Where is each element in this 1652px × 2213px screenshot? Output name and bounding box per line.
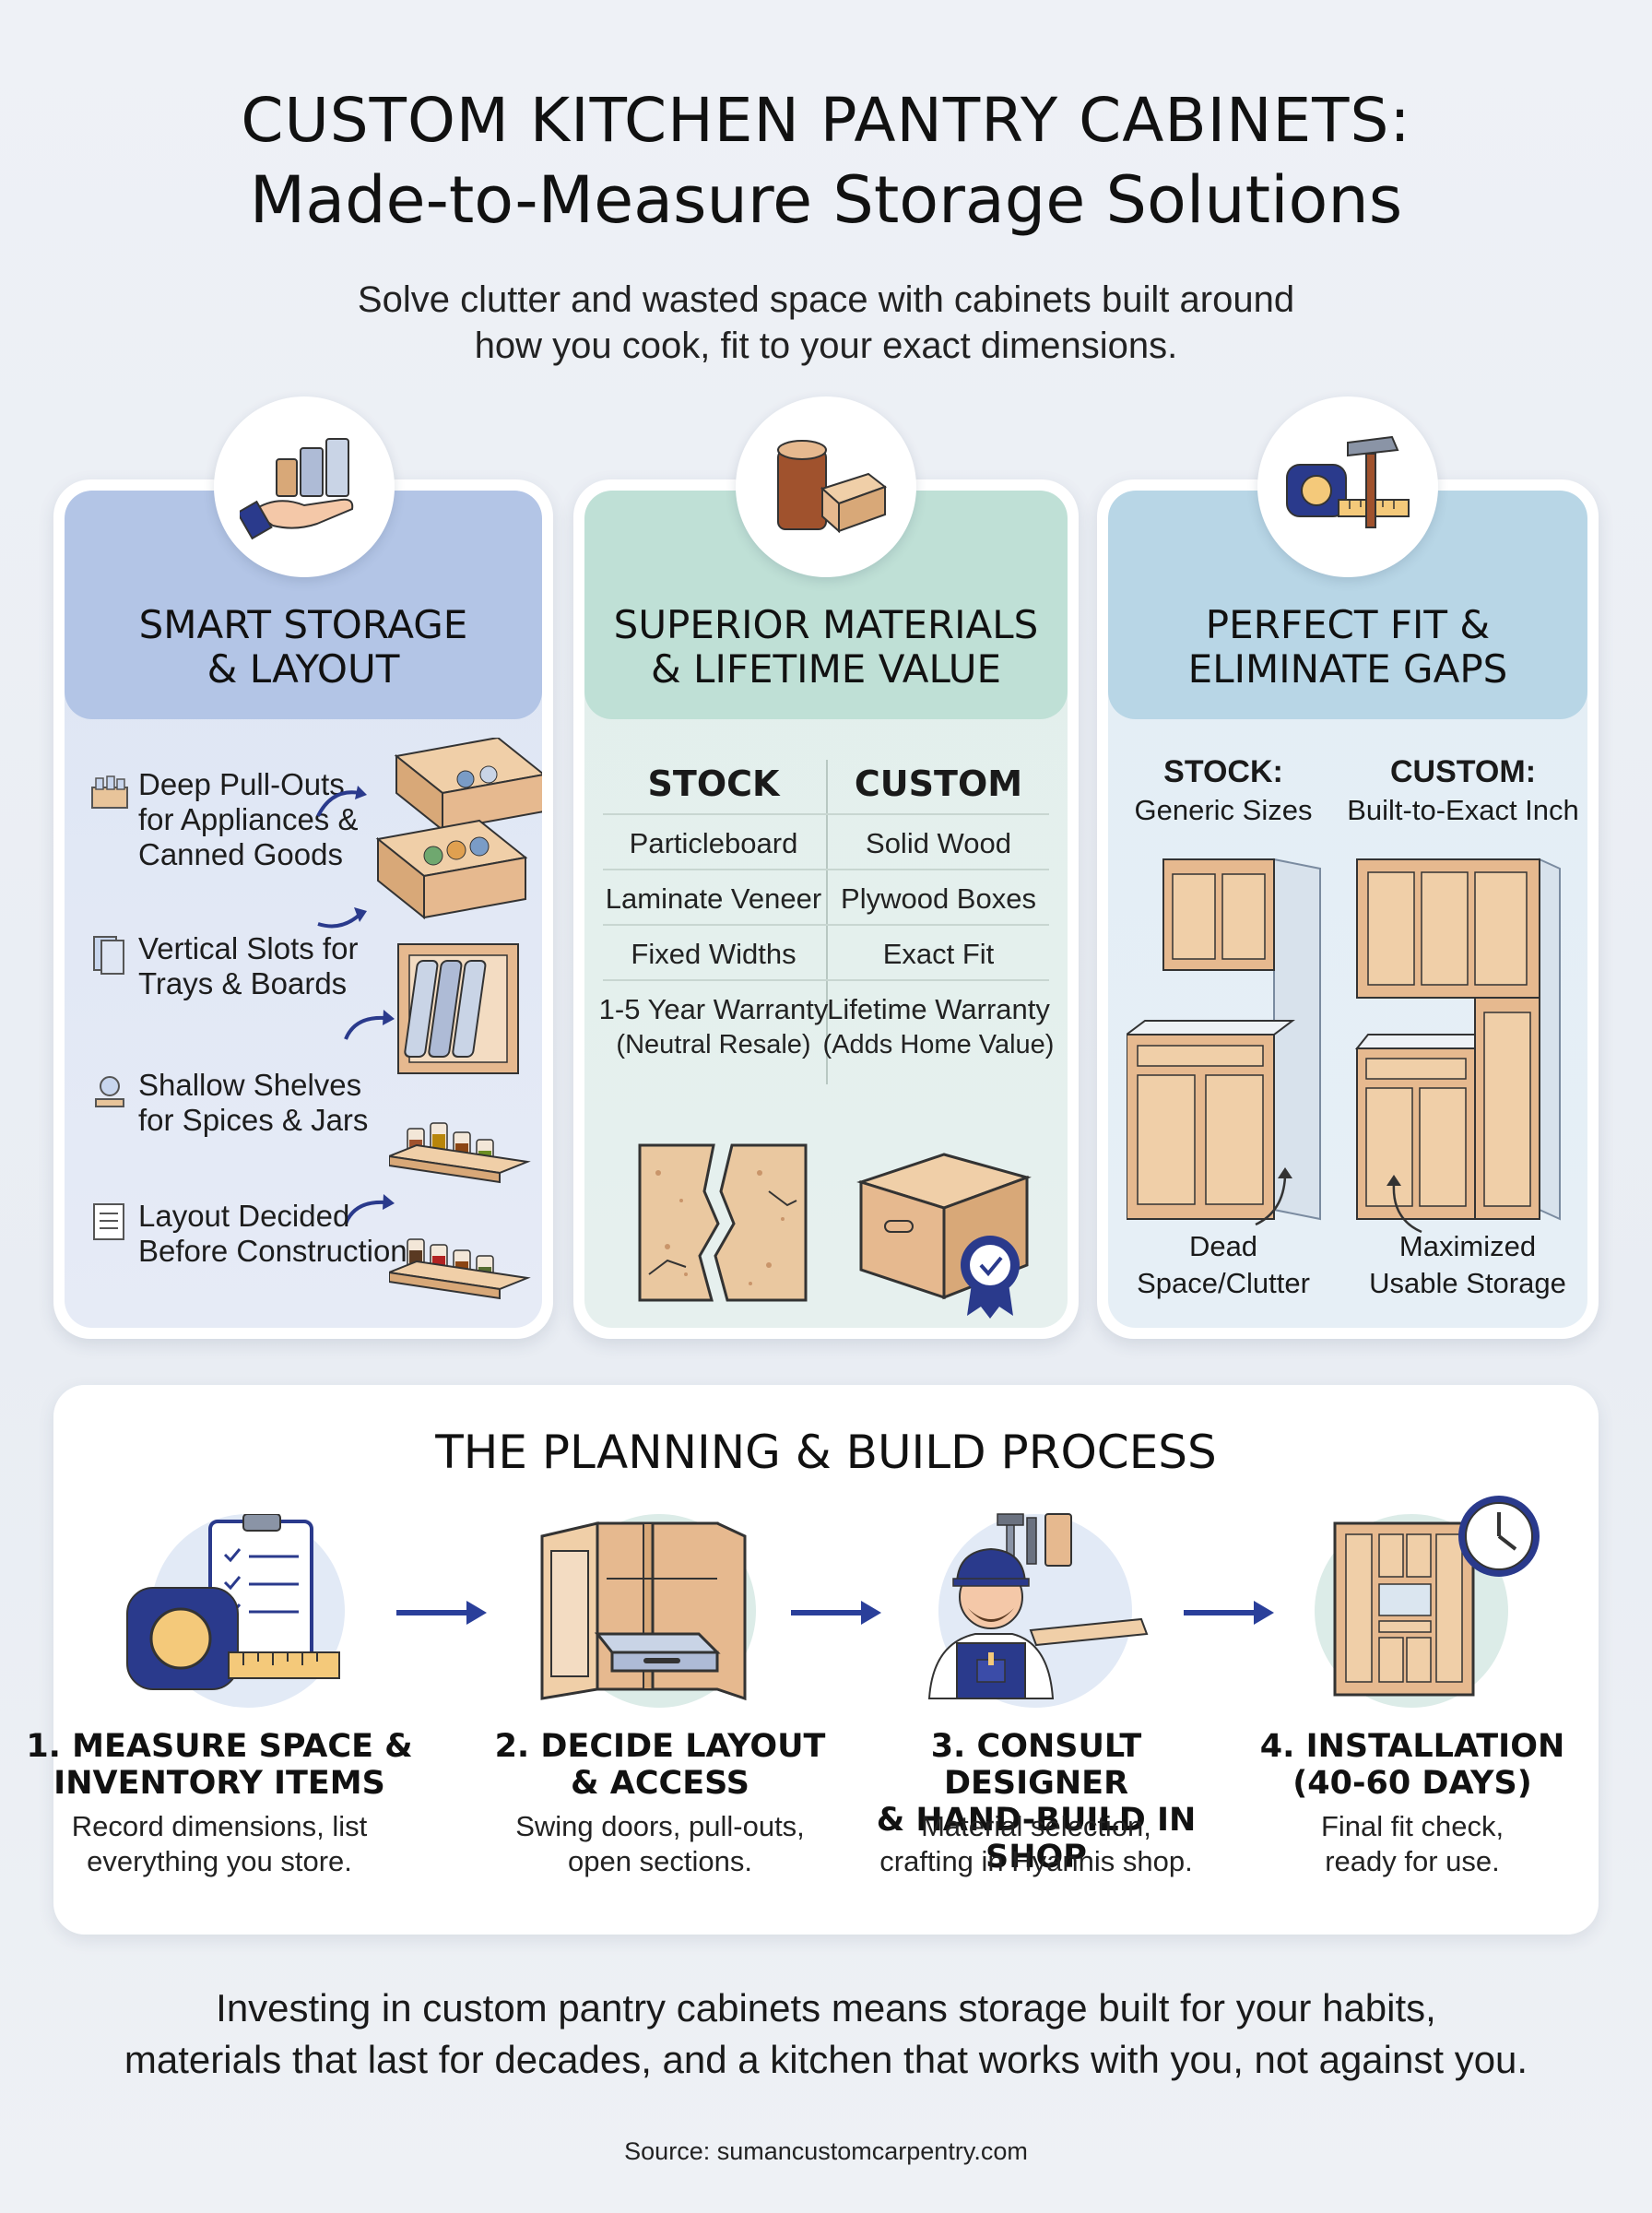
card-perfect-fit-title: PERFECT FIT & ELIMINATE GAPS xyxy=(1187,602,1508,692)
arrow-curve-icon xyxy=(1386,1175,1422,1234)
carpenter-icon xyxy=(927,1513,1149,1699)
step-3-desc: Material selection, crafting in Hyannis … xyxy=(879,1810,1193,1877)
cracked-particleboard-icon xyxy=(638,1143,808,1302)
arrow-curve-icon xyxy=(344,1194,395,1225)
feature-layout-decided: Layout Decided Before Construction xyxy=(138,1199,407,1268)
step-3-title: 3. CONSULT DESIGNER & HAND-BUILD IN SHOP xyxy=(876,1728,1197,1876)
hand-holding-jars-icon xyxy=(214,396,395,577)
table-header-custom: CUSTOM xyxy=(854,763,1023,804)
table-cell: Laminate Veneer xyxy=(605,882,822,915)
tape-measure-hammer-icon xyxy=(1257,396,1438,577)
stock-label: STOCK: Generic Sizes xyxy=(1134,754,1313,826)
card-smart-storage-title: SMART STORAGE & LAYOUT xyxy=(138,602,468,692)
arrow-curve-icon xyxy=(317,907,367,929)
checklist-icon xyxy=(93,1203,124,1240)
card-perfect-fit: PERFECT FIT & ELIMINATE GAPS STOCK: Gene… xyxy=(1097,479,1599,1339)
custom-label: CUSTOM: Built-to-Exact Inch xyxy=(1347,754,1579,826)
table-cell: Plywood Boxes xyxy=(841,882,1036,915)
feature-vertical-slots: Vertical Slots for Trays & Boards xyxy=(138,931,359,1000)
step-2-desc: Swing doors, pull-outs, open sections. xyxy=(515,1810,805,1877)
cabinet-pullout-icon xyxy=(540,1521,747,1701)
card-superior-materials: SUPERIOR MATERIALS & LIFETIME VALUE STOC… xyxy=(573,479,1079,1339)
step-2-title: 2. DECIDE LAYOUT & ACCESS xyxy=(494,1728,826,1802)
table-cell: Fixed Widths xyxy=(631,938,796,970)
clipboard-tape-icon xyxy=(126,1514,340,1690)
table-cell: Particleboard xyxy=(629,827,798,859)
step-4-desc: Final fit check, ready for use. xyxy=(1320,1810,1504,1877)
custom-cabinet-illustration xyxy=(1355,858,1561,1221)
trays-icon xyxy=(93,936,124,975)
custom-caption: Maximized Usable Storage xyxy=(1369,1230,1566,1299)
spice-shelves-illustration xyxy=(389,1122,531,1300)
table-divider xyxy=(826,760,828,1084)
feature-deep-pullouts: Deep Pull-Outs for Appliances & Canned G… xyxy=(138,767,359,871)
tray-slots-illustration xyxy=(397,943,519,1074)
stock-cabinet-illustration xyxy=(1127,858,1321,1221)
card-smart-storage: SMART STORAGE & LAYOUT Deep Pull-Outs fo… xyxy=(53,479,553,1339)
page-title-line1: CUSTOM KITCHEN PANTRY CABINETS: xyxy=(241,85,1411,156)
subtitle-line: Solve clutter and wasted space with cabi… xyxy=(357,279,1295,320)
table-cell: Solid Wood xyxy=(866,827,1011,859)
solid-wood-box-icon xyxy=(856,1153,1032,1319)
step-1-desc: Record dimensions, list everything you s… xyxy=(71,1810,368,1877)
source-credit: Source: sumancustomcarpentry.com xyxy=(624,2137,1028,2165)
step-4-title: 4. INSTALLATION (40-60 DAYS) xyxy=(1259,1728,1565,1802)
table-cell: Lifetime Warranty (Adds Home Value) xyxy=(822,993,1055,1059)
feature-shallow-shelves: Shallow Shelves for Spices & Jars xyxy=(138,1068,369,1137)
arrow-right-icon xyxy=(791,1601,881,1625)
spice-jar-icon xyxy=(95,1076,124,1107)
card-superior-materials-title: SUPERIOR MATERIALS & LIFETIME VALUE xyxy=(613,602,1039,692)
page-title-line2: Made-to-Measure Storage Solutions xyxy=(249,162,1403,238)
subtitle-line: how you cook, fit to your exact dimensio… xyxy=(474,325,1178,366)
pantry-clock-icon xyxy=(1333,1496,1540,1697)
arrow-right-icon xyxy=(396,1601,487,1625)
closing-statement: Investing in custom pantry cabinets mean… xyxy=(124,1986,1528,2081)
arrow-curve-icon xyxy=(1255,1167,1292,1226)
table-header-stock: STOCK xyxy=(647,763,780,804)
pullout-drawers-illustration xyxy=(375,738,542,920)
table-cell: Exact Fit xyxy=(882,938,995,970)
stock-caption: Dead Space/Clutter xyxy=(1137,1230,1310,1299)
process-title: THE PLANNING & BUILD PROCESS xyxy=(435,1426,1217,1479)
arrow-curve-icon xyxy=(316,786,367,817)
canned-goods-icon xyxy=(91,775,128,809)
step-1-title: 1. MEASURE SPACE & INVENTORY ITEMS xyxy=(26,1728,413,1802)
table-cell: 1-5 Year Warranty (Neutral Resale) xyxy=(598,993,829,1059)
page-subtitle: Solve clutter and wasted space with cabi… xyxy=(277,277,1375,369)
wood-log-icon xyxy=(736,396,916,577)
process-panel: THE PLANNING & BUILD PROCESS 1. MEASURE … xyxy=(26,1385,1599,1935)
arrow-right-icon xyxy=(1184,1601,1274,1625)
arrow-curve-icon xyxy=(344,1010,395,1040)
